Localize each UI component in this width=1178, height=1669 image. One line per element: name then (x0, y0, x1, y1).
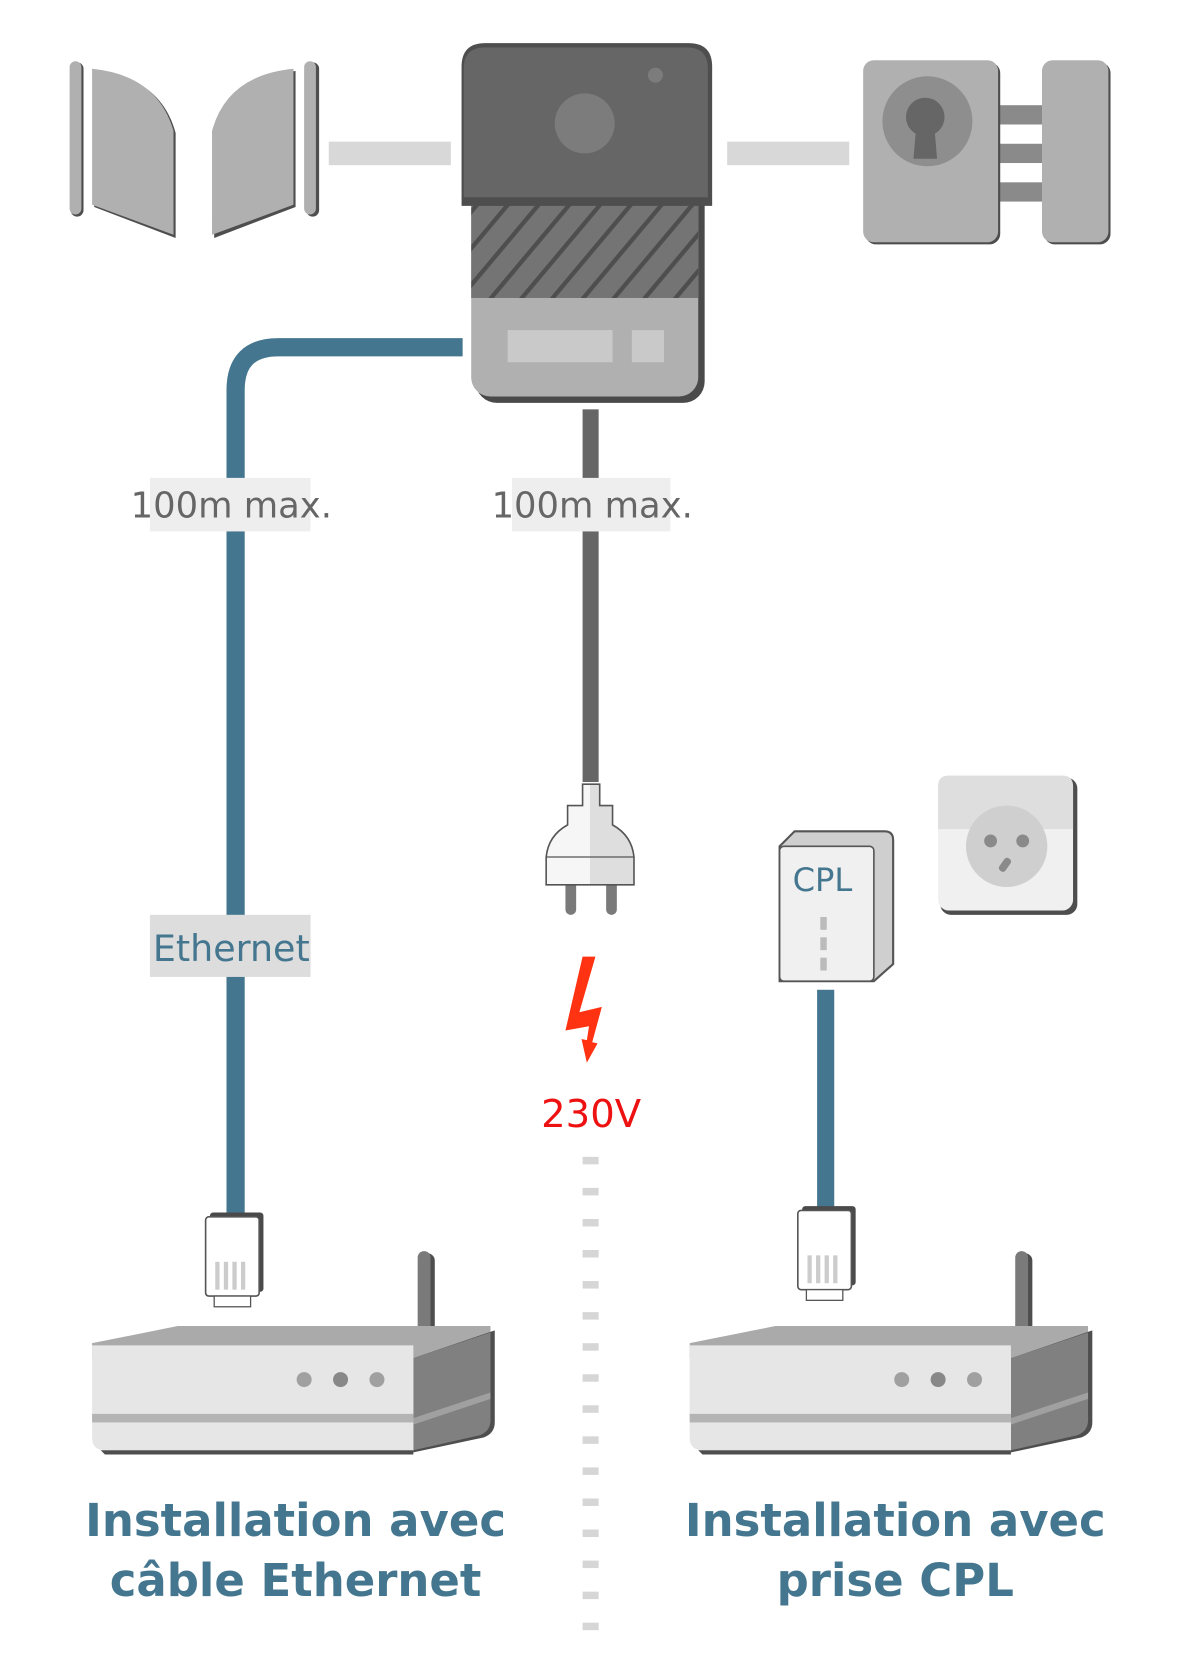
separator-dash (582, 1218, 599, 1227)
separator-dash (582, 1281, 599, 1289)
cpl-adapter-icon (778, 830, 895, 983)
distance-label-power: 100m max. (492, 486, 693, 527)
electric-lock-icon (863, 60, 1111, 245)
cpl-label: CPL (793, 861, 853, 899)
separator-dash (582, 1436, 599, 1444)
distance-label-ethernet: 100m max. (131, 486, 332, 527)
router-icon (92, 1251, 495, 1455)
separator-dash (582, 1250, 599, 1258)
separator-dash (582, 1498, 599, 1506)
separator-dash (582, 1312, 599, 1320)
separator-dash (582, 1374, 599, 1382)
wall-socket-icon (938, 775, 1078, 915)
cpl-ethernet-cable (817, 989, 835, 1211)
power-cable (582, 409, 599, 783)
ethernet-label-bg (149, 914, 311, 977)
voltage-label: 230V (541, 1092, 642, 1137)
gate-icon (69, 61, 320, 239)
section-title-cpl-line1: Installation avec (685, 1494, 1106, 1547)
gate-connector (328, 141, 451, 166)
separator-dash (582, 1156, 599, 1165)
separator-dash (582, 1622, 599, 1631)
distance-label-bg (511, 477, 671, 532)
separator-dash (582, 1405, 599, 1413)
section-title-ethernet-line2: câble Ethernet (110, 1554, 482, 1607)
separator-dash (582, 1560, 599, 1569)
separator-dash (582, 1529, 599, 1538)
separator-dash (582, 1187, 599, 1196)
section-title-ethernet-line1: Installation avec (85, 1494, 506, 1547)
ethernet-cable (226, 338, 463, 1217)
rj45-plug-icon (204, 1212, 264, 1308)
ethernet-label: Ethernet (153, 927, 310, 970)
lock-connector (727, 141, 850, 166)
section-title-cpl-line2: prise CPL (777, 1554, 1014, 1607)
router-icon (689, 1251, 1093, 1455)
intercom-icon (461, 43, 713, 403)
separator-dash (582, 1591, 599, 1600)
rj45-plug-icon (797, 1206, 856, 1301)
separator-dash (582, 1343, 599, 1351)
separator-dashed-line (582, 1156, 599, 1631)
lightning-icon (565, 956, 602, 1063)
distance-label-bg (149, 477, 311, 532)
separator-dash (582, 1467, 599, 1475)
power-plug-icon (545, 783, 635, 915)
